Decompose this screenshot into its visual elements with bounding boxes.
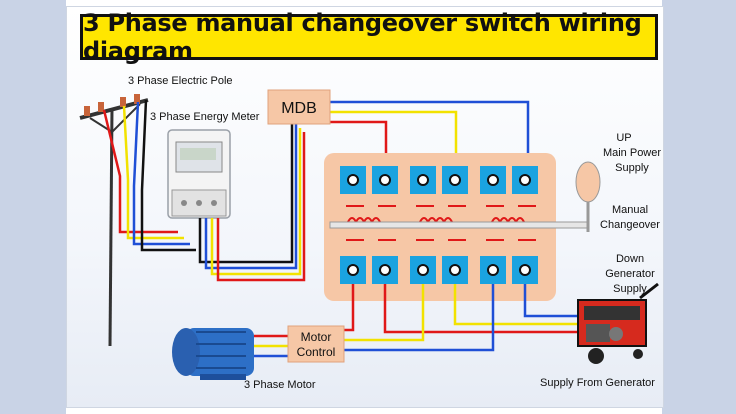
title-banner: 3 Phase manual changeover switch wiring …	[80, 9, 658, 65]
generator	[577, 282, 659, 364]
bottom-terminals	[340, 256, 538, 284]
meter-label: 3 Phase Energy Meter	[150, 111, 260, 123]
energy-meter	[167, 129, 231, 219]
motor-control-label-1: Motor	[301, 330, 332, 344]
top-terminals	[340, 166, 538, 194]
pole-label: 3 Phase Electric Pole	[128, 75, 233, 87]
changeover-label: Changeover	[600, 219, 660, 231]
left-background-bar	[0, 0, 66, 414]
motor-label: 3 Phase Motor	[244, 379, 316, 391]
motor-control-box: Motor Control	[287, 325, 345, 363]
supply-label-2: Supply	[613, 283, 647, 295]
changeover-shaft	[329, 161, 601, 232]
manual-label: Manual	[612, 204, 648, 216]
mdb-box: MDB	[267, 89, 331, 125]
right-background-bar	[662, 0, 736, 414]
diagram-title: 3 Phase manual changeover switch wiring …	[83, 9, 642, 65]
switch-output-wires	[254, 284, 578, 358]
motor	[172, 328, 254, 380]
changeover-switch	[324, 153, 601, 301]
generator-label: Generator	[605, 268, 655, 280]
supply-label-1: Supply	[615, 162, 649, 174]
supply-from-generator-label: Supply From Generator	[540, 377, 655, 389]
motor-control-label-2: Control	[297, 345, 336, 359]
up-label: UP	[616, 132, 631, 144]
mdb-label: MDB	[281, 100, 317, 117]
down-label: Down	[616, 253, 644, 265]
electric-pole	[79, 94, 149, 347]
pole-to-meter-wires	[102, 99, 196, 252]
meter-to-mdb-wires	[198, 118, 306, 282]
main-power-label: Main Power	[603, 147, 661, 159]
